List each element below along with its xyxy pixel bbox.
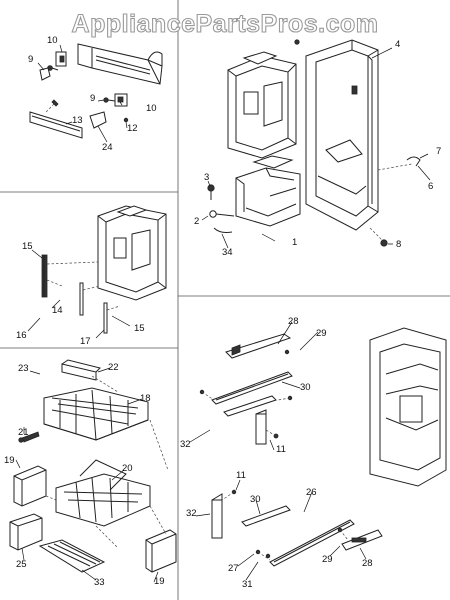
callout-18: 18 [140,393,151,404]
callout-1: 1 [292,237,297,248]
callout-28: 28 [362,558,373,569]
callout-13: 13 [72,115,83,126]
callout-11: 11 [236,470,246,481]
bin-25 [9,513,43,551]
callout-32: 32 [186,508,197,519]
callout-21: 21 [18,427,29,438]
rail-set-lower [211,489,383,567]
basket-lower-20 [55,459,151,527]
callout-33: 33 [94,577,105,588]
dashed-guides-bottom-left [45,375,169,549]
callout-29: 29 [316,328,327,339]
liner-middle [97,205,167,301]
callout-10: 10 [47,35,58,46]
callout-32: 32 [180,439,191,450]
bin-19-right [145,529,177,573]
bracket-22 [61,359,101,381]
callout-27: 27 [228,563,239,574]
leader-lines [15,44,431,583]
callout-9: 9 [90,93,95,104]
callout-2: 2 [194,216,199,227]
upper-compartment-liner [227,51,297,159]
watermark: AppliancePartsPros.com [72,10,379,38]
callout-34: 34 [222,247,233,258]
callout-8: 8 [396,239,401,250]
callout-11: 11 [276,444,286,455]
callout-14: 14 [52,305,63,316]
rails-middle [41,254,121,334]
callout-16: 16 [16,330,27,341]
bracket-assembly-24 [89,93,129,129]
callout-15: 15 [134,323,145,334]
callout-30: 30 [250,494,261,505]
callout-9: 9 [28,54,33,65]
cabinet-shell [305,39,379,231]
callout-19: 19 [4,455,15,466]
callout-31: 31 [242,579,253,590]
cabinet-bottom-right [369,327,447,487]
bin-19-left [13,465,47,507]
handle-21 [18,431,40,443]
callout-26: 26 [306,487,317,498]
tray-33 [38,539,106,573]
callout-labels: 10 9 13 9 10 12 24 4 3 2 1 34 7 6 8 15 1… [4,35,441,590]
callout-3: 3 [204,172,209,183]
basket-upper-18 [43,387,149,441]
callout-15: 15 [22,241,33,252]
small-fasteners-right [207,39,421,247]
callout-22: 22 [108,362,119,373]
callout-7: 7 [436,146,441,157]
callout-10: 10 [146,103,157,114]
callout-4: 4 [395,39,400,50]
rail-set-upper [199,333,293,445]
trim-assembly-top [39,43,163,85]
callout-24: 24 [102,142,113,153]
trim-strip-13 [29,99,83,139]
callout-20: 20 [122,463,133,474]
callout-30: 30 [300,382,311,393]
callout-28: 28 [288,316,299,327]
callout-25: 25 [16,559,27,570]
callout-12: 12 [127,123,138,134]
callout-23: 23 [18,363,29,374]
callout-6: 6 [428,181,433,192]
callout-19: 19 [154,576,165,587]
callout-29: 29 [322,554,333,565]
lower-drawer-housing [235,155,301,227]
callout-17: 17 [80,336,91,347]
